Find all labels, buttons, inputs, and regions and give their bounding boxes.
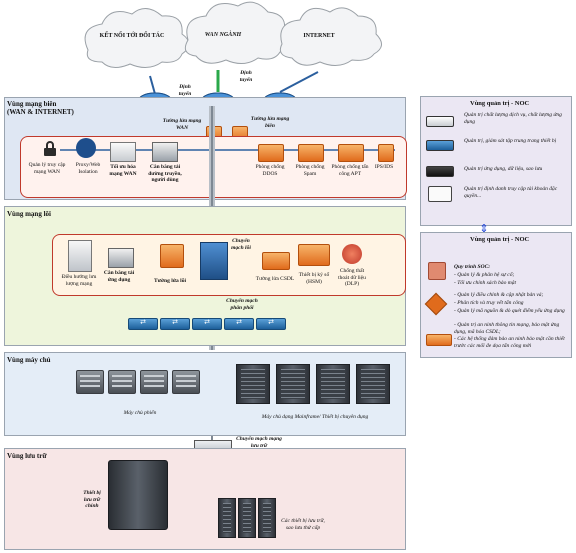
noc2-item-3: - Tối ưu chính sách bảo mật <box>454 280 516 286</box>
edge-firewall-label: Tường lửa mạng biên <box>250 116 290 129</box>
noc2-item-1: Quy trình SOC: <box>454 264 491 270</box>
backup-storage-2 <box>238 498 256 538</box>
backup-storage-label: Các thiết bị lưu trữ, sao lưu thứ cấp <box>281 518 325 531</box>
core-device-label-dbfw: Tường lửa CSDL <box>255 276 295 282</box>
edge-device-label-ddos: Phòng chống DDOS <box>255 164 285 177</box>
mainframe-rack-4 <box>356 364 390 404</box>
noc1-id-card-icon <box>428 186 452 202</box>
routing-label-right: Định tuyến <box>239 70 253 83</box>
wan-optimization-device <box>110 142 136 162</box>
noc1-item-2: Quản trị, giám sát tập trung trang thiết… <box>464 138 557 144</box>
edge-device-label-proxy: Proxy/Web Isolation <box>75 162 101 175</box>
proxy-icon <box>76 138 96 158</box>
distribution-switch-4 <box>224 318 254 330</box>
edge-device-label-wanopt: Tối ưu hóa mạng WAN <box>109 164 137 177</box>
internet-cloud-label: INTERNET <box>303 33 335 39</box>
noc-panel-2-title: Vùng quản trị - NOC <box>470 236 530 243</box>
distribution-switch-5 <box>256 318 286 330</box>
primary-storage-label: Thiết bị lưu trữ chính <box>83 490 101 509</box>
noc2-item-2: - Quản lý & phân hệ sự cố; <box>454 272 515 278</box>
core-device-label-hsm: Thiết bị ký số (HSM) <box>298 272 330 285</box>
mainframe-rack-1 <box>236 364 270 404</box>
noc1-item-4: Quản trị định danh truy cập tài khoản đặ… <box>464 186 558 199</box>
spam-device <box>298 144 324 162</box>
partner-cloud-label: KẾT NỐI TỚI ĐỐI TÁC <box>99 33 165 39</box>
core-device-label-firewall: Tường lửa lõi <box>154 278 186 284</box>
ddos-device <box>258 144 284 162</box>
noc2-item-8: - Các hệ thống đảm bảo an ninh bảo mật c… <box>454 336 565 349</box>
distribution-switch-1 <box>128 318 158 330</box>
distribution-switch-2 <box>160 318 190 330</box>
blade-server-1 <box>76 370 104 394</box>
noc1-device-2 <box>426 140 454 151</box>
ips-device <box>378 144 394 162</box>
edge-device-label-spam: Phòng chống Spam <box>295 164 325 177</box>
mainframe-label: Máy chủ dạng Mainframe/ Thiết bị chuyên … <box>261 414 369 420</box>
core-firewall-device <box>160 244 184 268</box>
noc1-device-1 <box>426 116 454 127</box>
blade-server-3 <box>140 370 168 394</box>
noc2-item-4: - Quản lý điều chỉnh & cập nhật bản vá; <box>454 292 544 298</box>
distribution-label: Chuyển mạch phân phối <box>226 298 258 311</box>
noc2-shield-icon <box>428 262 446 280</box>
storage-zone <box>4 448 406 550</box>
noc-panel-1-title: Vùng quản trị - NOC <box>470 100 530 107</box>
noc-link-arrows-icon: ⇕ <box>479 223 489 235</box>
load-balancer-device <box>152 142 178 162</box>
core-device-label-dlp: Chống thất thoát dữ liệu (DLP) <box>338 268 366 287</box>
db-firewall-device <box>262 252 290 270</box>
dlp-icon <box>342 244 362 264</box>
nac-lock-icon <box>42 141 60 157</box>
edge-zone-title: Vùng mạng biên (WAN & INTERNET) <box>7 100 74 116</box>
routing-label-left: Định tuyến <box>178 84 192 97</box>
blade-server-label: Máy chủ phiến <box>123 410 157 416</box>
traffic-steering-device <box>68 240 92 272</box>
backup-storage-3 <box>258 498 276 538</box>
core-zone-title: Vùng mạng lõi <box>7 210 51 218</box>
server-zone-title: Vùng máy chủ <box>7 356 51 364</box>
noc2-appliance-device <box>426 334 452 346</box>
core-device-label-applb: Cân bằng tải ứng dụng <box>103 270 135 283</box>
noc2-item-6: - Quản lý mã nguồn & dò quét điểm yếu ứn… <box>454 308 565 314</box>
noc1-device-3 <box>426 166 454 177</box>
hsm-device <box>298 244 330 266</box>
noc1-item-1: Quản trị chất lượng dịch vụ, chất lượng … <box>464 112 562 125</box>
backup-storage-1 <box>218 498 236 538</box>
primary-storage-device <box>108 460 168 530</box>
app-lb-device <box>108 248 134 268</box>
core-device-label-steering: Điều hướng lưu lượng mạng <box>61 274 97 287</box>
blade-server-2 <box>108 370 136 394</box>
edge-device-label-ips: IPS/IDS <box>374 164 394 170</box>
edge-device-label-apt: Phòng chống tấn công APT <box>331 164 369 177</box>
storage-zone-title: Vùng lưu trữ <box>7 452 47 460</box>
mainframe-rack-3 <box>316 364 350 404</box>
apt-device <box>338 144 364 162</box>
storage-switch-label: Chuyển mạch mạng lưu trữ <box>236 436 282 449</box>
noc1-item-3: Quản trị ứng dụng, dữ liệu, sao lưu <box>464 166 543 172</box>
internet-cloud-shape <box>279 7 382 66</box>
wan-cloud-label: WAN NGÀNH <box>204 32 242 38</box>
wan-firewall-label: Tường lửa mạng WAN <box>162 118 202 131</box>
noc2-item-5: - Phân tích và truy vết tấn công <box>454 300 524 306</box>
mainframe-rack-2 <box>276 364 310 404</box>
noc2-item-7: - Quản trị an ninh thông tin mạng, bảo m… <box>454 322 560 335</box>
distribution-switch-3 <box>192 318 222 330</box>
core-device-label-switch: Chuyển mạch lõi <box>231 238 251 251</box>
core-switch-device <box>200 242 228 280</box>
edge-device-label-lb: Cân bằng tải đường truyền, người dùng <box>148 164 182 183</box>
blade-server-4 <box>172 370 200 394</box>
edge-device-label-nac: Quản lý truy cập mạng WAN <box>28 162 66 175</box>
